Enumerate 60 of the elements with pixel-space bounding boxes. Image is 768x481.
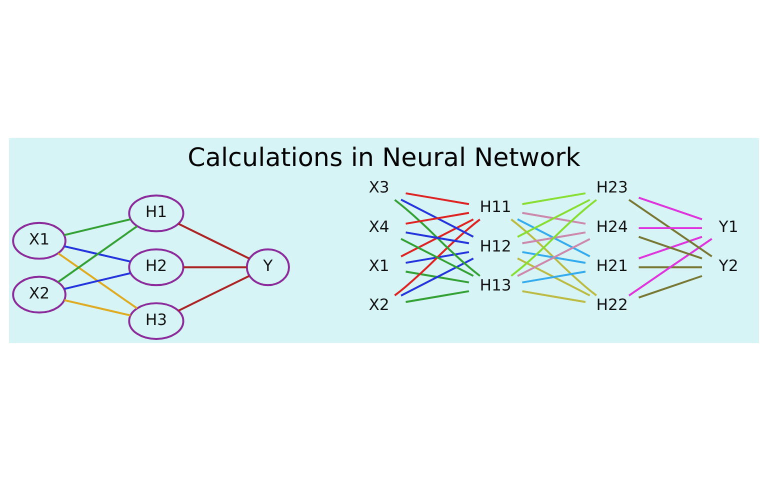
connector bbox=[406, 232, 470, 244]
connector bbox=[510, 218, 597, 296]
connector bbox=[638, 236, 702, 260]
connector bbox=[628, 238, 712, 296]
connector bbox=[394, 218, 480, 296]
connector bbox=[406, 290, 470, 303]
node-text: H12 bbox=[480, 236, 512, 256]
connector bbox=[400, 198, 474, 238]
connector bbox=[400, 258, 474, 296]
connector bbox=[628, 199, 712, 258]
node-text: X2 bbox=[368, 295, 390, 314]
node-text: H13 bbox=[480, 276, 512, 295]
diagram-title: Calculations in Neural Network bbox=[188, 143, 580, 174]
connector bbox=[522, 270, 586, 284]
connector bbox=[406, 212, 470, 225]
connector bbox=[406, 270, 470, 284]
connector bbox=[400, 218, 474, 258]
node-text: X1 bbox=[368, 256, 390, 275]
connector bbox=[517, 258, 590, 296]
node-ellipse: H2 bbox=[128, 248, 184, 286]
node-ellipse: H1 bbox=[128, 194, 184, 232]
node-text: Y2 bbox=[718, 256, 738, 275]
connector bbox=[178, 222, 250, 260]
connector bbox=[638, 266, 702, 268]
connector bbox=[64, 245, 131, 262]
connector bbox=[522, 231, 586, 244]
connector bbox=[517, 218, 590, 258]
connector bbox=[394, 199, 480, 277]
node-text: X4 bbox=[368, 216, 390, 236]
connector bbox=[638, 227, 702, 230]
node-text: H24 bbox=[596, 216, 628, 236]
connector bbox=[638, 196, 702, 220]
connector bbox=[517, 238, 590, 277]
node-ellipse: Y bbox=[246, 248, 290, 286]
node-ellipse: X2 bbox=[12, 276, 66, 314]
connector bbox=[178, 275, 250, 312]
connector bbox=[400, 238, 474, 277]
connector bbox=[522, 212, 586, 225]
connector bbox=[522, 290, 586, 303]
connector bbox=[58, 252, 138, 310]
node-text: X3 bbox=[368, 178, 390, 197]
node-text: H23 bbox=[596, 178, 628, 197]
connector bbox=[184, 266, 247, 268]
node-text: Y1 bbox=[718, 216, 738, 236]
connector bbox=[64, 272, 131, 290]
connector bbox=[406, 251, 470, 264]
node-ellipse: H3 bbox=[128, 302, 184, 340]
connector bbox=[522, 251, 586, 264]
node-ellipse: X1 bbox=[12, 222, 66, 260]
connector bbox=[64, 299, 131, 316]
connector bbox=[406, 192, 470, 206]
connector bbox=[517, 198, 590, 238]
node-text: H22 bbox=[596, 295, 628, 314]
connector bbox=[64, 218, 131, 236]
connector bbox=[638, 275, 702, 299]
connector bbox=[510, 199, 597, 277]
node-text: H21 bbox=[596, 256, 628, 275]
node-text: H11 bbox=[480, 197, 512, 216]
connector bbox=[58, 225, 138, 283]
connector bbox=[522, 192, 586, 206]
